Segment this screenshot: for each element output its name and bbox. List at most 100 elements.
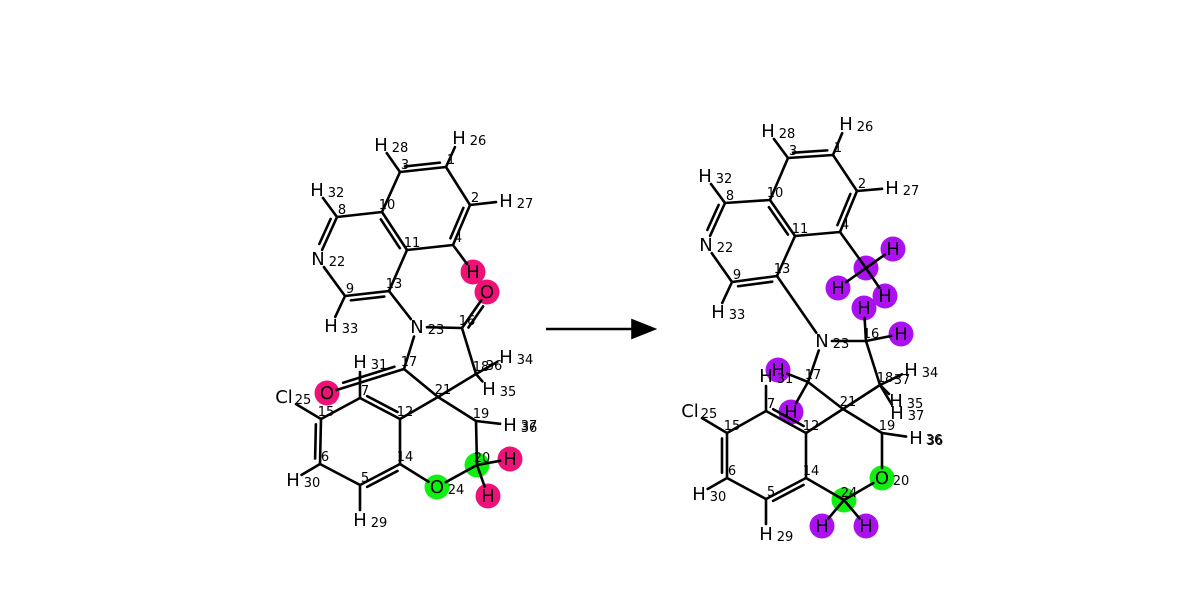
- reactant-atom-r33-label: H: [324, 316, 338, 337]
- product-bond-47: [864, 334, 893, 343]
- product-bond-8: [706, 201, 727, 238]
- reactant-bond-31: [294, 402, 323, 421]
- product-atom-p37-index: 37: [908, 409, 925, 424]
- reactant-atom-r4-index: 4: [454, 231, 462, 246]
- reactant-highlight-38: [474, 279, 500, 305]
- product-atom-p44-label: H: [771, 360, 785, 381]
- product-highlight-45: [778, 399, 804, 425]
- product-atom-p24-index: 24: [841, 486, 858, 501]
- product-bond-40: [880, 431, 908, 438]
- product-atom-p40-label: H: [831, 278, 845, 299]
- product-atom-p30-index: 30: [710, 490, 727, 505]
- reactant-bond-38: [300, 462, 322, 477]
- product-bond-36: [706, 476, 729, 491]
- product-bond-3: [836, 189, 859, 234]
- product-atom-p17-index: 17: [805, 368, 822, 383]
- reactant-atom-r34-index: 34: [517, 353, 534, 368]
- product-atom-p14-index: 14: [803, 464, 820, 479]
- product-bond-49: [794, 380, 810, 405]
- reactant-atom-r24-label: O: [430, 477, 444, 498]
- product-atom-p26-index: 26: [857, 120, 874, 135]
- reactant-bond-20: [436, 395, 478, 423]
- reactant-atom-r32-index: 32: [328, 186, 345, 201]
- product-atom-p1-index: 1: [834, 141, 842, 156]
- reactant-atom-r27-index: 27: [517, 197, 534, 212]
- reactant-bond-42: [474, 419, 502, 426]
- reactant-bond-32: [444, 145, 457, 169]
- reactant-bond-34: [385, 151, 402, 174]
- product-atom-p35-index: 35: [907, 397, 924, 412]
- reactant-bond-43: [451, 243, 469, 266]
- reactant-atom-r14-index: 14: [397, 450, 414, 465]
- reactant-bond-12: [387, 289, 413, 321]
- product-bond-50: [827, 498, 846, 520]
- product-highlight-20: [869, 465, 895, 491]
- product-atom-p5-index: 5: [767, 485, 775, 500]
- product-atom-p36-label: H: [909, 428, 923, 449]
- reactant-highlight-24: [424, 474, 450, 500]
- product-atom-p42-label: H: [857, 298, 871, 319]
- reactant-atom-r28-index: 28: [392, 141, 409, 156]
- product-atom-p31-label: H: [759, 366, 773, 387]
- reactant-bond-33: [468, 200, 498, 207]
- product-highlight-40: [825, 275, 851, 301]
- product-atom-p22-index: 22: [717, 241, 734, 256]
- reactant-atom-r18-index: 18: [473, 360, 490, 375]
- reactant-atom-r31-index: 31: [371, 358, 388, 373]
- product-atom-p26-label: H: [839, 114, 853, 135]
- product-highlight-46: [809, 513, 835, 539]
- reactant-bond-10: [343, 289, 391, 302]
- reactant-atom-r2-index: 2: [471, 191, 479, 206]
- reactant-atom-r31-label: H: [353, 352, 367, 373]
- reactant-atom-r36-label: H: [503, 415, 517, 436]
- reactant-atom-r29-index: 29: [371, 516, 388, 531]
- reactant-atom-r28-label: H: [374, 135, 388, 156]
- product-bond-32: [772, 137, 790, 160]
- product-bond-48: [785, 372, 810, 384]
- reactant-bond-40: [474, 360, 499, 376]
- product-bond-24: [725, 409, 768, 435]
- reactant-bond-23: [444, 463, 479, 484]
- reactant-bond-29: [358, 462, 402, 489]
- product-atom-p41-label: H: [878, 286, 892, 307]
- product-bond-42: [838, 230, 868, 270]
- product-bond-22: [804, 476, 846, 502]
- product-atom-p20-index: 20: [893, 474, 910, 489]
- product-atom-p20-label: O: [875, 468, 889, 489]
- reactant-atom-r23-label: N: [410, 317, 423, 338]
- product-atom-p7-index: 7: [767, 397, 775, 412]
- reactant-atom-r29-label: H: [353, 510, 367, 531]
- reactant-bond-17: [335, 365, 406, 392]
- reactant-bond-5: [405, 243, 455, 252]
- reactant-bond-9: [322, 265, 347, 298]
- reactant-bond-26: [319, 396, 362, 421]
- reactant-atom-r41-label: H: [481, 486, 495, 507]
- product-atom-p18-index: 18: [877, 371, 894, 386]
- reactant-atom-r27-label: H: [499, 191, 513, 212]
- reactant-atom-r34-label: H: [499, 347, 513, 368]
- reactant-extra-index-2: 37: [521, 419, 538, 434]
- reactant-atom-r9-index: 9: [346, 282, 354, 297]
- product-atom-p33-label: H: [711, 302, 725, 323]
- reactant-atom-r11-index: 11: [404, 236, 421, 251]
- reactant-bond-7: [335, 210, 384, 219]
- product-atom-p21-index: 21: [840, 395, 857, 410]
- product-bond-6: [767, 198, 797, 238]
- product-bond-27: [764, 476, 808, 503]
- product-atom-p4-index: 4: [841, 218, 849, 233]
- product-bond-9: [710, 251, 734, 284]
- reactant-atom-r32-label: H: [310, 180, 324, 201]
- reactant-bond-25: [358, 394, 402, 421]
- product-atom-p37-label: H: [890, 403, 904, 424]
- product-atom-p29-label: H: [759, 524, 773, 545]
- reactant-atom-r30-label: H: [286, 470, 300, 491]
- reactant-atom-r33-index: 33: [342, 322, 359, 337]
- reactant-atom-r35-index: 35: [500, 385, 517, 400]
- reactant-bond-14: [460, 298, 485, 330]
- reactant-atom-r12-index: 12: [397, 405, 414, 420]
- product-highlight-47: [853, 513, 879, 539]
- product-atom-p36-index: 36: [927, 434, 944, 449]
- product-atom-p9-index: 9: [733, 268, 741, 283]
